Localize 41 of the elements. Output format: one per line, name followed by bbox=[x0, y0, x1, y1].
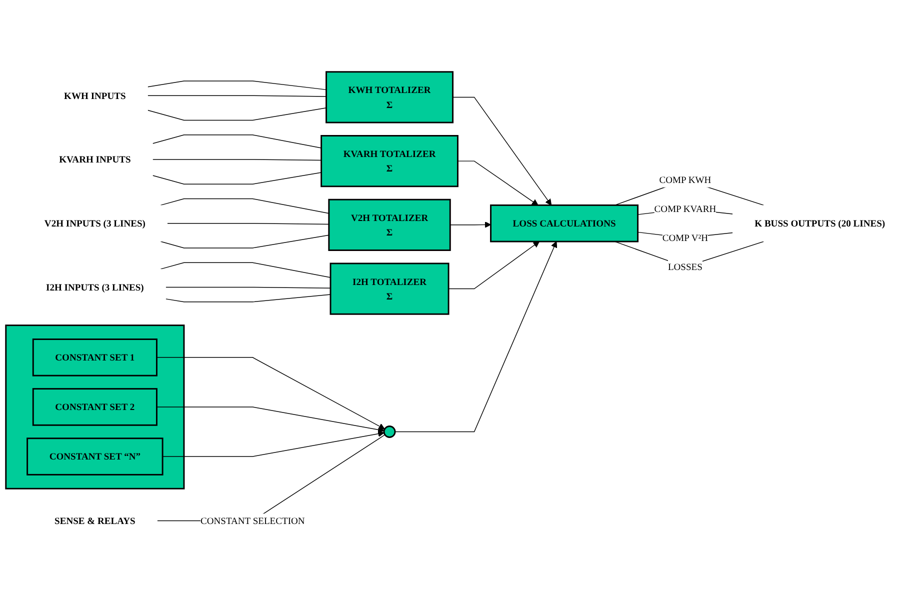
connector bbox=[166, 286, 331, 288]
node-text: KVARH INPUTS bbox=[59, 153, 131, 164]
edge-label: CONSTANT SELECTION bbox=[200, 514, 305, 526]
connector bbox=[160, 198, 330, 214]
connector bbox=[147, 94, 327, 96]
node-text: KWH INPUTS bbox=[64, 90, 126, 101]
connector bbox=[160, 262, 331, 278]
node-box: CONSTANT SET “N” bbox=[26, 437, 164, 476]
connector bbox=[167, 222, 330, 224]
node-text: SENSE & RELAYS bbox=[54, 514, 136, 526]
node-box: KVARH TOTALIZER Σ bbox=[320, 134, 458, 187]
node-circle bbox=[383, 425, 396, 438]
connector bbox=[160, 234, 330, 248]
arrow bbox=[457, 160, 538, 206]
node-box: CONSTANT SET 1 bbox=[32, 338, 158, 376]
connector bbox=[147, 107, 327, 120]
node-box: V2H TOTALIZER Σ bbox=[328, 198, 451, 251]
connector bbox=[152, 158, 322, 160]
node-box: KWH TOTALIZER Σ bbox=[326, 70, 454, 123]
connector bbox=[147, 80, 327, 90]
connector bbox=[166, 294, 331, 302]
edge-label: LOSSES bbox=[668, 260, 702, 272]
edge-label: COMP V²H bbox=[662, 232, 708, 243]
arrow bbox=[156, 406, 384, 432]
node-box: I2H TOTALIZER Σ bbox=[330, 262, 450, 314]
node-box: LOSS CALCULATIONS bbox=[490, 204, 639, 242]
arrow bbox=[452, 96, 552, 206]
arrow bbox=[450, 221, 492, 228]
node-text: I2H INPUTS (3 LINES) bbox=[46, 281, 144, 292]
arrow bbox=[448, 240, 540, 289]
edge-label: COMP KWH bbox=[659, 174, 712, 185]
arrow bbox=[162, 430, 384, 456]
arrow bbox=[156, 356, 385, 429]
edge-label: COMP KVARH bbox=[654, 202, 716, 214]
node-text: K BUSS OUTPUTS (20 LINES) bbox=[754, 217, 886, 228]
arrow bbox=[394, 240, 558, 432]
node-text: V2H INPUTS (3 LINES) bbox=[44, 217, 146, 228]
connector bbox=[152, 134, 322, 148]
cluster bbox=[5, 324, 185, 489]
connector bbox=[152, 172, 322, 184]
node-box: CONSTANT SET 2 bbox=[32, 388, 158, 426]
